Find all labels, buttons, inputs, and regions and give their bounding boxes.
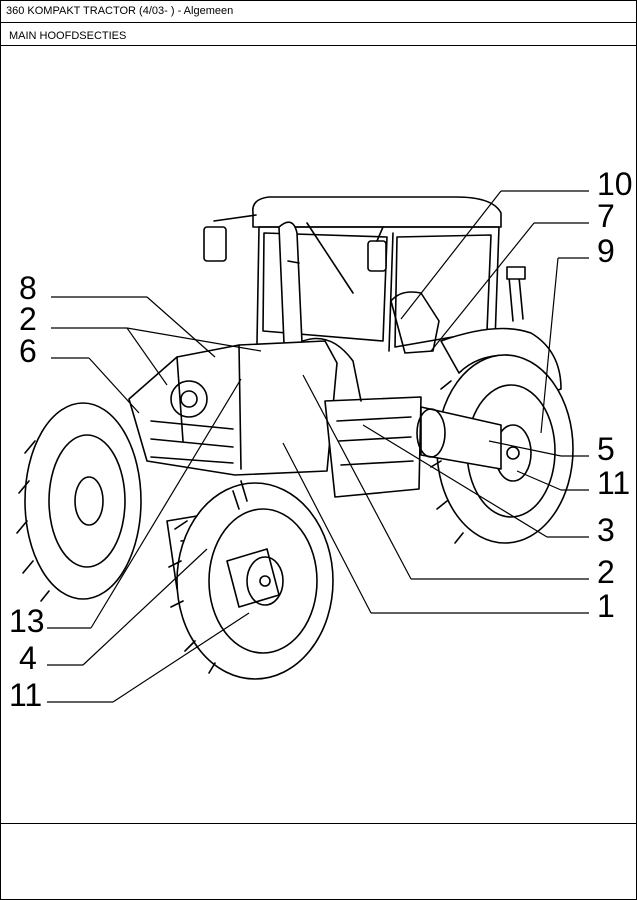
leader-lines [47,190,589,703]
callout-label: 2 [597,554,615,590]
callout-label: 7 [597,198,615,234]
callout-label: 13 [9,603,45,639]
footer-divider [1,823,636,824]
callout-label: 4 [19,640,37,676]
callout-label: 2 [19,301,37,337]
callout-label: 10 [597,166,633,202]
callout-labels: 10 7 9 8 2 6 5 11 3 2 1 13 4 11 [9,166,633,713]
callout-label: 11 [597,465,630,501]
callout-label: 1 [597,588,615,624]
section-title: MAIN HOOFDSECTIES [1,23,636,46]
callout-label: 9 [597,233,615,269]
callout-label: 3 [597,512,615,548]
callout-label: 11 [9,677,42,713]
document-title: 360 KOMPAKT TRACTOR (4/03- ) - Algemeen [1,1,636,23]
callout-label: 5 [597,431,615,467]
callout-label: 6 [19,333,37,369]
tractor-drawing [16,196,574,680]
callout-label: 8 [19,270,37,306]
